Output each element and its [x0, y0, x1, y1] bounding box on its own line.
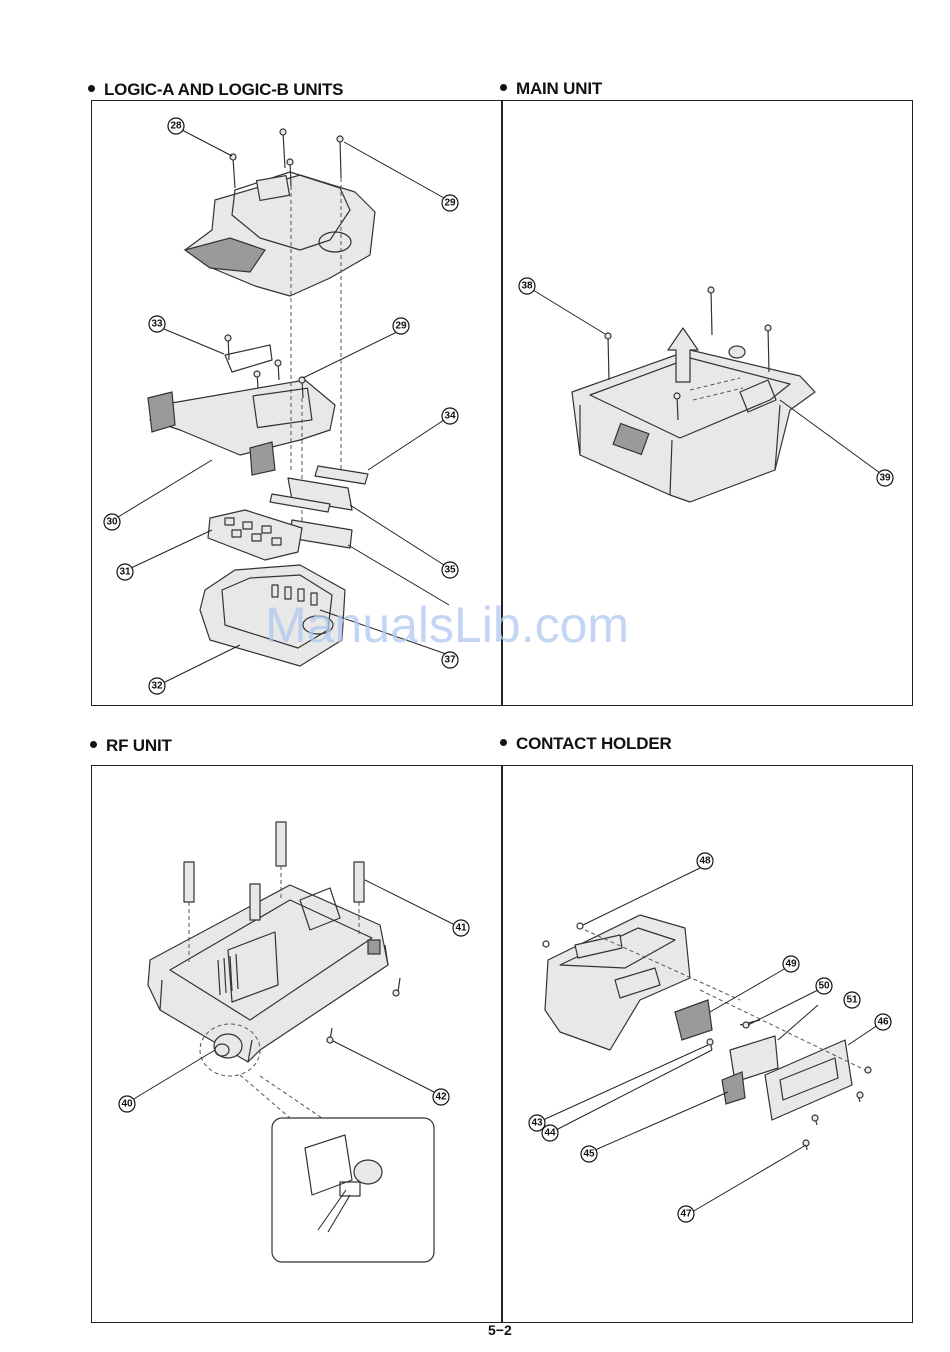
svg-text:47: 47 [680, 1209, 692, 1220]
contact-latch [675, 1000, 712, 1040]
svg-text:34: 34 [444, 411, 456, 422]
logic-keypad [208, 510, 302, 560]
svg-text:44: 44 [544, 1128, 556, 1139]
svg-text:31: 31 [119, 567, 131, 578]
svg-text:41: 41 [455, 923, 467, 934]
callout-logic-1: 29 [442, 195, 458, 211]
callout-logic-8: 37 [442, 652, 458, 668]
callout-contact-3: 51 [844, 992, 860, 1008]
callout-logic-2: 33 [149, 316, 165, 332]
svg-text:29: 29 [444, 198, 456, 209]
callout-rf-1: 40 [119, 1096, 135, 1112]
main-exploded-view: 38 39 [519, 278, 893, 502]
callout-rf-0: 41 [453, 920, 469, 936]
rf-standoff-middle [276, 822, 286, 866]
svg-text:48: 48 [699, 856, 711, 867]
svg-text:50: 50 [818, 981, 830, 992]
callout-logic-4: 34 [442, 408, 458, 424]
callout-contact-5: 43 [529, 1115, 545, 1131]
rf-exploded-view: 41 40 42 [119, 822, 469, 1262]
svg-text:33: 33 [151, 319, 163, 330]
contact-clip [722, 1072, 745, 1104]
rf-standoff-right [354, 862, 364, 902]
callout-contact-6: 44 [542, 1125, 558, 1141]
svg-text:40: 40 [121, 1099, 133, 1110]
logic-knob-right [250, 442, 275, 475]
svg-text:38: 38 [521, 281, 533, 292]
svg-text:32: 32 [151, 681, 163, 692]
logic-b-board [150, 380, 335, 455]
svg-text:45: 45 [583, 1149, 595, 1160]
callout-logic-0: 28 [168, 118, 184, 134]
callout-contact-4: 46 [875, 1014, 891, 1030]
callout-rf-2: 42 [433, 1089, 449, 1105]
page-number: 5−2 [488, 1322, 512, 1338]
callout-contact-2: 50 [816, 978, 832, 994]
svg-text:39: 39 [879, 473, 891, 484]
callout-main-1: 39 [877, 470, 893, 486]
rf-detail-inset [272, 1118, 434, 1262]
watermark: ManualsLib.com [265, 596, 629, 654]
svg-text:51: 51 [846, 995, 858, 1006]
callout-logic-6: 31 [117, 564, 133, 580]
svg-text:42: 42 [435, 1092, 447, 1103]
callout-logic-5: 30 [104, 514, 120, 530]
rf-chassis [148, 885, 388, 1062]
svg-text:37: 37 [444, 655, 456, 666]
contact-exploded-view: 48 49 50 51 46 43 44 45 47 [529, 853, 891, 1222]
callout-contact-7: 45 [581, 1146, 597, 1162]
svg-text:30: 30 [106, 517, 118, 528]
callout-logic-7: 35 [442, 562, 458, 578]
svg-text:49: 49 [785, 959, 797, 970]
callout-contact-8: 47 [678, 1206, 694, 1222]
contact-holder-plate [765, 1040, 852, 1120]
callout-logic-3: 29 [393, 318, 409, 334]
svg-text:35: 35 [444, 565, 456, 576]
callout-logic-9: 32 [149, 678, 165, 694]
svg-text:43: 43 [531, 1118, 543, 1129]
svg-text:46: 46 [877, 1017, 889, 1028]
svg-text:29: 29 [395, 321, 407, 332]
callout-main-0: 38 [519, 278, 535, 294]
callout-contact-1: 49 [783, 956, 799, 972]
rf-standoff-left [184, 862, 194, 902]
logic-knob-left [148, 392, 175, 432]
callout-contact-0: 48 [697, 853, 713, 869]
svg-text:28: 28 [170, 121, 182, 132]
